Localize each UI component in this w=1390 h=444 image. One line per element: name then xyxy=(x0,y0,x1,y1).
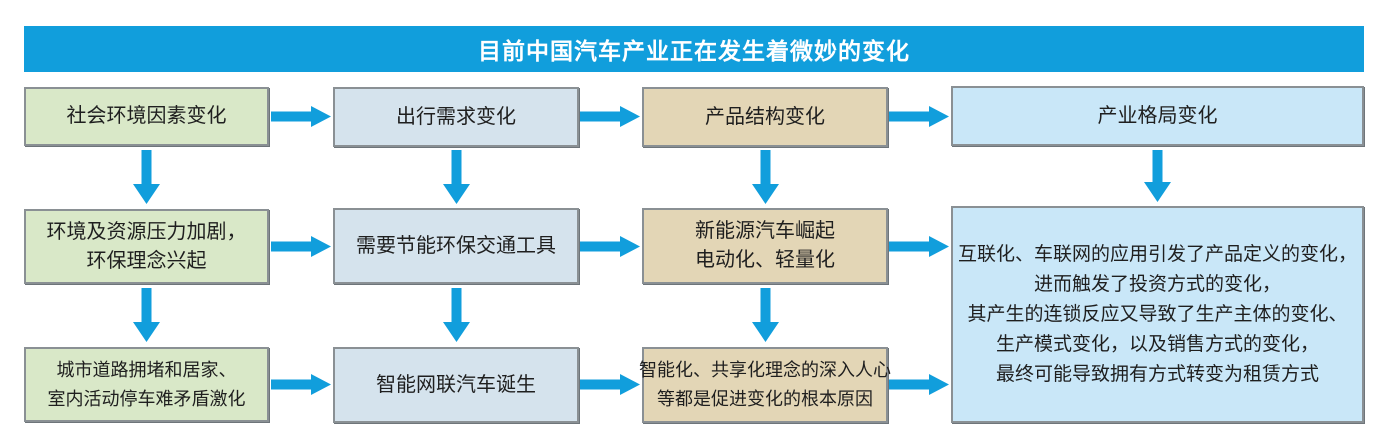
box-label-line: 电动化、轻量化 xyxy=(695,249,835,271)
arrow-right-icon xyxy=(580,106,640,127)
arrow-down-icon xyxy=(443,288,470,342)
arrow-right-icon xyxy=(271,236,331,257)
arrow-down-icon xyxy=(133,288,160,342)
box-label: 产业格局变化 xyxy=(1097,104,1218,127)
box-label-line: 室内活动停车难矛盾激化 xyxy=(47,388,246,409)
box-label: 智能网联汽车诞生 xyxy=(376,373,536,396)
box-label: 社会环境因素变化 xyxy=(66,105,227,127)
box-nev-rise: 新能源汽车崛起 电动化、轻量化 xyxy=(642,208,888,284)
box-label-line: 等都是促进变化的根本原因 xyxy=(657,389,873,409)
box-product-structure-change: 产品结构变化 xyxy=(642,87,888,147)
box-label-line: 进而触发了投资方式的变化， xyxy=(1033,273,1281,295)
box-industry-pattern-change: 产业格局变化 xyxy=(951,86,1364,146)
box-icv-birth: 智能网联汽车诞生 xyxy=(333,347,579,423)
arrow-right-icon xyxy=(580,236,640,257)
page-title: 目前中国汽车产业正在发生着微妙的变化 xyxy=(478,38,910,64)
box-chain-reaction-summary: 互联化、车联网的应用引发了产品定义的变化， 进而触发了投资方式的变化， 其产生的… xyxy=(951,206,1364,423)
box-label-line: 最终可能导致拥有方式转变为租赁方式 xyxy=(995,363,1319,385)
arrow-right-icon xyxy=(889,106,949,127)
arrow-down-icon xyxy=(443,150,470,204)
arrow-right-icon xyxy=(889,374,949,395)
arrow-right-icon xyxy=(580,374,640,395)
box-env-resource-pressure: 环境及资源压力加剧， 环保理念兴起 xyxy=(24,209,269,284)
box-label-line: 环境及资源压力加剧， xyxy=(46,220,247,243)
arrow-down-icon xyxy=(133,150,160,204)
box-intelligent-sharing-concepts: 智能化、共享化理念的深入人心 等都是促进变化的根本原因 xyxy=(639,347,891,423)
arrow-right-icon xyxy=(271,374,331,395)
box-label: 出行需求变化 xyxy=(396,105,516,128)
arrow-down-icon xyxy=(752,150,779,204)
arrow-right-icon xyxy=(271,106,331,127)
box-label: 产品结构变化 xyxy=(705,105,825,128)
box-social-env-change: 社会环境因素变化 xyxy=(24,87,269,146)
box-label: 需要节能环保交通工具 xyxy=(356,234,556,257)
box-label-line: 城市道路拥堵和居家、 xyxy=(56,359,237,380)
box-label-line: 新能源汽车崛起 xyxy=(695,220,835,242)
box-label-line: 互联化、车联网的应用引发了产品定义的变化， xyxy=(957,243,1357,265)
box-need-ecofriendly-transport: 需要节能环保交通工具 xyxy=(333,208,579,284)
box-label-line: 环保理念兴起 xyxy=(86,249,207,272)
title-bar: 目前中国汽车产业正在发生着微妙的变化 xyxy=(24,26,1364,72)
arrow-down-icon xyxy=(1144,150,1171,202)
arrow-down-icon xyxy=(752,288,779,342)
box-travel-demand-change: 出行需求变化 xyxy=(333,87,579,147)
box-label-line: 其产生的连锁反应又导致了生产主体的变化、 xyxy=(967,303,1348,325)
box-label-line: 生产模式变化，以及销售方式的变化， xyxy=(995,333,1319,355)
arrow-right-icon xyxy=(889,236,949,257)
box-congestion-parking-conflict: 城市道路拥堵和居家、 室内活动停车难矛盾激化 xyxy=(24,347,269,422)
box-label-line: 智能化、共享化理念的深入人心 xyxy=(639,360,891,380)
